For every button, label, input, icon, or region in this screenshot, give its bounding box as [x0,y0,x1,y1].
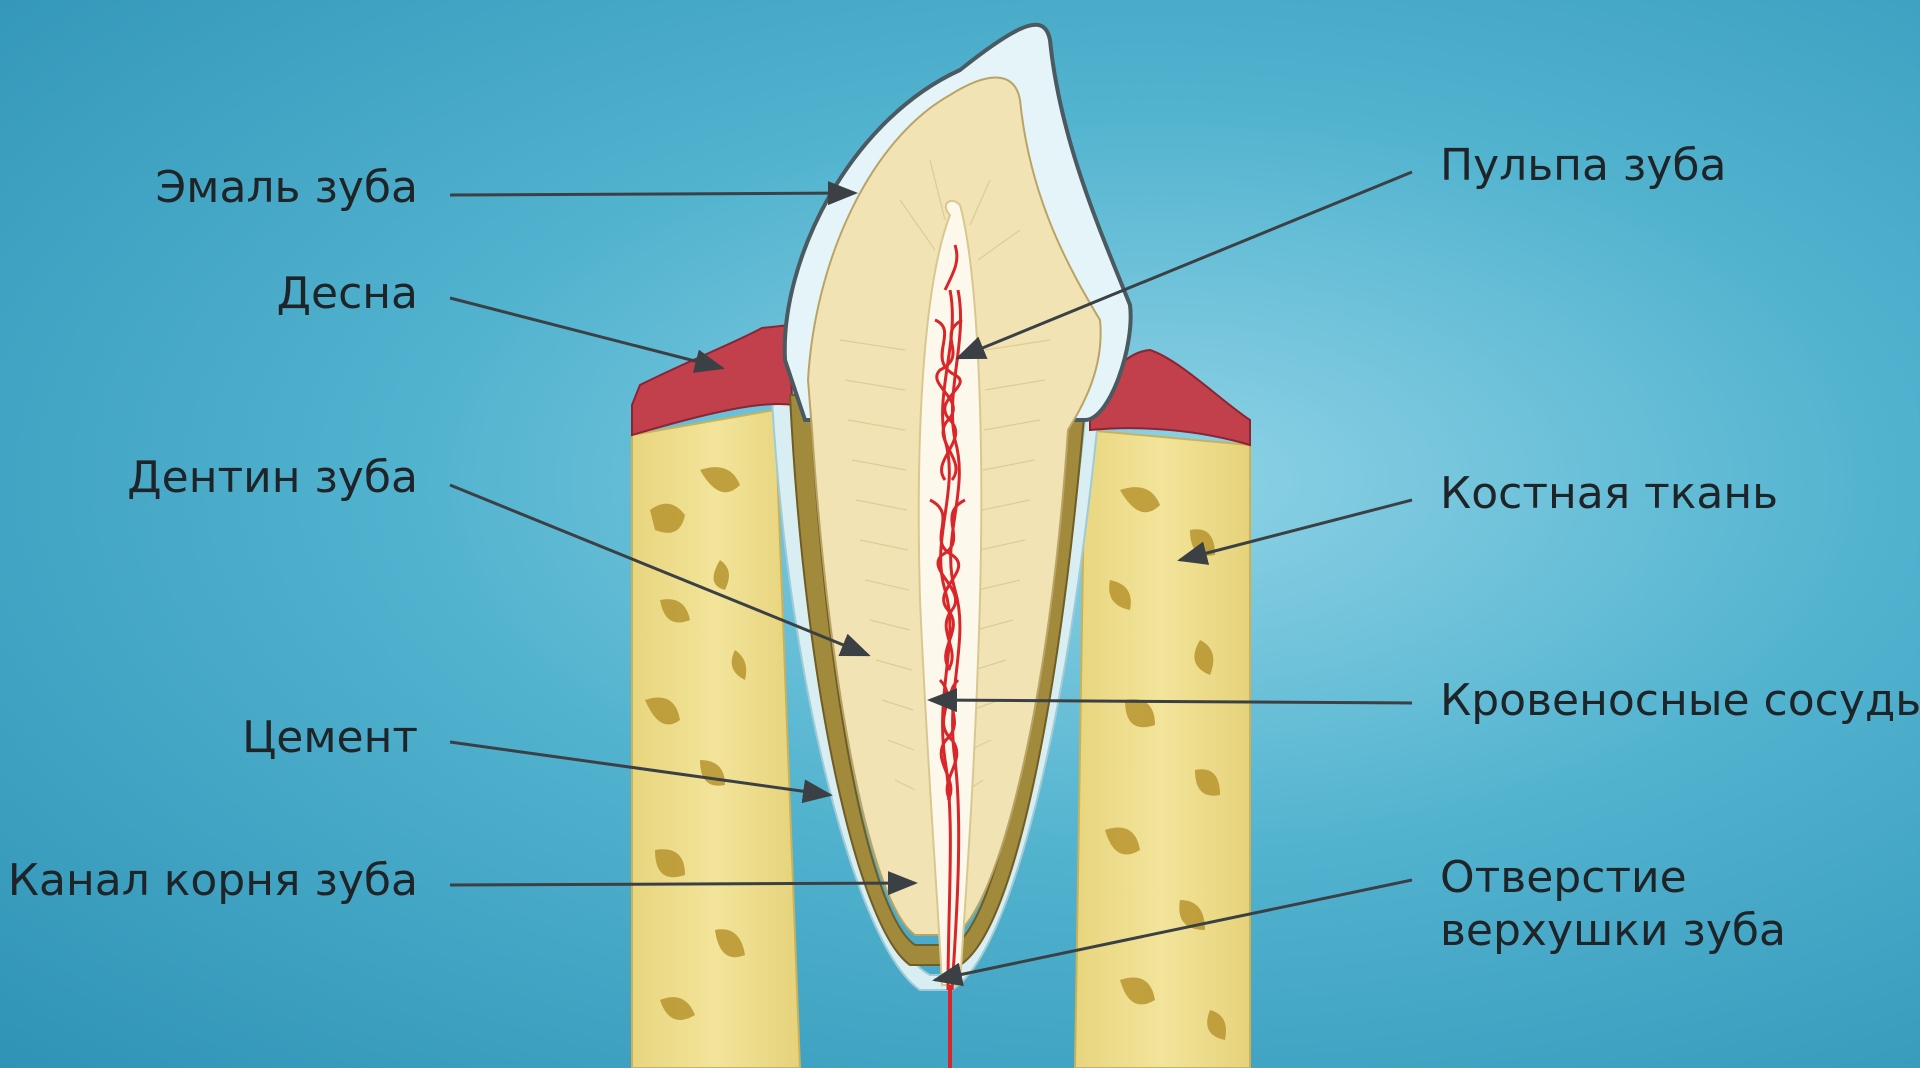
label-bone: Костная ткань [1440,468,1778,521]
label-gum: Десна [40,268,418,321]
label-root-canal: Канал корня зуба [0,855,418,908]
gum-arrow [450,298,722,368]
label-enamel: Эмаль зуба [40,162,418,215]
root-canal-arrow [450,883,915,885]
label-apex: Отверстие верхушки зуба [1440,852,1900,958]
label-pulp: Пульпа зуба [1440,140,1726,193]
label-dentin: Дентин зуба [40,452,418,505]
enamel-arrow [450,193,855,195]
label-cement: Цемент [40,712,418,765]
label-vessels: Кровеносные сосуды [1440,675,1920,728]
